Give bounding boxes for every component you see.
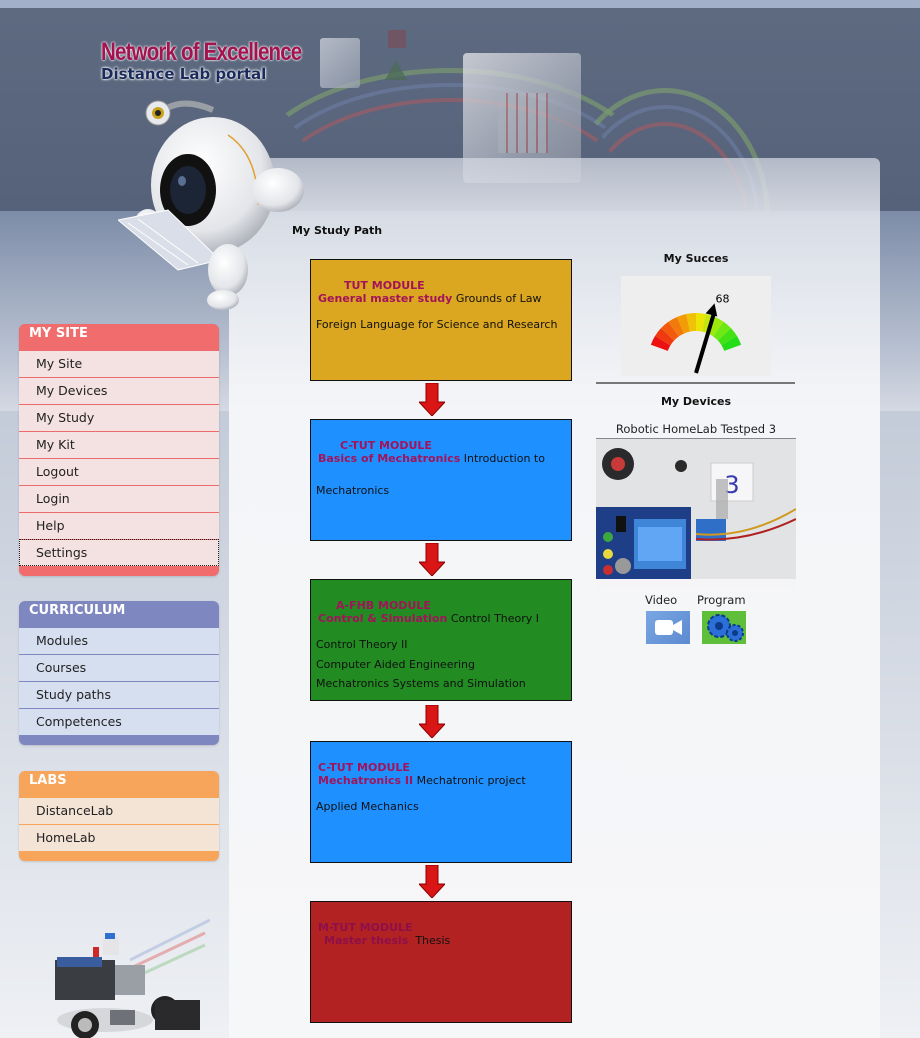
device-photo-drawing: 3 [596, 439, 796, 589]
gauge-chart: 68 [650, 292, 742, 374]
device-number-label: 3 [724, 471, 739, 499]
menu-heading-labs: LABS [29, 773, 67, 788]
cube-decoration [320, 38, 360, 88]
menu-labs: LABS DistanceLab HomeLab [19, 771, 219, 861]
module-type: A-FHB MODULE [336, 599, 431, 612]
gauge-segment [686, 313, 696, 332]
module-box[interactable]: C-TUT MODULE Basics of Mechatronics Intr… [310, 419, 572, 541]
module-type: M-TUT MODULE [318, 921, 413, 934]
top-strip [0, 0, 920, 8]
device-camera-image[interactable]: 3 [596, 438, 796, 589]
course-item[interactable]: Mechatronics [316, 484, 390, 497]
menu-curriculum: CURRICULUM Modules Courses Study paths C… [19, 601, 219, 745]
gauge-segment [668, 316, 685, 337]
video-button[interactable] [646, 611, 690, 644]
down-arrow-icon [419, 705, 445, 738]
menu-item-homelab[interactable]: HomeLab [19, 824, 219, 851]
logo-subtitle: Distance Lab portal [101, 65, 267, 83]
menu-footer [19, 735, 219, 745]
module-name: Master thesis [324, 934, 409, 947]
course-item[interactable]: Grounds of Law [455, 292, 542, 305]
program-button[interactable] [702, 611, 746, 644]
menu-item-my-kit[interactable]: My Kit [19, 431, 219, 458]
device-name[interactable]: Robotic HomeLab Testped 3 [615, 422, 777, 436]
cable-decoration [260, 98, 640, 211]
pyramid-decoration [385, 60, 407, 80]
section-divider [596, 382, 795, 384]
site-logo[interactable]: Network of Excellence Distance Lab porta… [101, 38, 345, 83]
course-item[interactable]: Computer Aided Engineering [316, 657, 475, 671]
devices-title: My Devices [660, 395, 731, 408]
module-name: Mechatronics II [318, 774, 414, 787]
course-item[interactable]: Control Theory II [316, 638, 408, 651]
cable-decoration [250, 83, 650, 211]
menu-item-help[interactable]: Help [19, 512, 219, 539]
gauge-segment [650, 335, 671, 351]
success-title: My Succes [663, 252, 729, 265]
menu-item-logout[interactable]: Logout [19, 458, 219, 485]
menu-item-my-site[interactable]: My Site [19, 350, 219, 377]
menu-item-competences[interactable]: Competences [19, 708, 219, 735]
menu-item-login[interactable]: Login [19, 485, 219, 512]
page-title: My Study Path [292, 224, 383, 237]
video-label: Video [645, 593, 678, 607]
robot-mascot-image [118, 100, 304, 310]
course-item[interactable]: Introduction to [463, 452, 545, 465]
module-box[interactable]: C-TUT MODULE Mechatronics II Mechatronic… [310, 741, 572, 863]
module-box[interactable]: TUT MODULE General master study Grounds … [310, 259, 572, 381]
menu-item-settings[interactable]: Settings [19, 539, 219, 566]
gauge-segment [721, 335, 742, 351]
module-type: C-TUT MODULE [318, 761, 410, 774]
cable-decoration [240, 68, 660, 211]
robot-car-image [55, 918, 210, 1038]
video-camera-icon [655, 620, 682, 635]
module-box[interactable]: A-FHB MODULE Control & Simulation Contro… [310, 579, 572, 701]
course-item[interactable]: Thesis [415, 934, 451, 947]
menu-my-site: MY SITE My Site My Devices My Study My K… [19, 324, 219, 576]
gauge-value-label: 68 [716, 292, 730, 305]
gauge-segment [655, 328, 675, 346]
logo-title: Network of Excellence [101, 38, 302, 66]
down-arrow-icon [419, 383, 445, 416]
gauge-segment [717, 328, 737, 346]
course-item[interactable]: Applied Mechanics [316, 800, 419, 813]
menu-heading-curriculum: CURRICULUM [29, 603, 126, 618]
program-label: Program [697, 593, 746, 607]
module-type: C-TUT MODULE [340, 439, 432, 452]
course-item[interactable]: Mechatronics Systems and Simulation [316, 677, 526, 690]
gauge-segment [707, 316, 724, 337]
menu-item-modules[interactable]: Modules [19, 627, 219, 654]
course-item[interactable]: Mechatronic project [416, 774, 526, 787]
gauge-needle [694, 310, 717, 374]
gauge-segment [676, 313, 690, 334]
menu-item-my-study[interactable]: My Study [19, 404, 219, 431]
course-item[interactable]: Control Theory I [450, 612, 540, 625]
module-name: Basics of Mechatronics [318, 452, 461, 465]
gauge-segment [661, 321, 679, 341]
menu-item-my-devices[interactable]: My Devices [19, 377, 219, 404]
menu-footer [19, 851, 219, 861]
success-gauge: 68 [621, 276, 771, 376]
menu-item-study-paths[interactable]: Study paths [19, 681, 219, 708]
gauge-needle-head [705, 303, 718, 317]
down-arrow-icon [419, 543, 445, 576]
module-name: Control & Simulation [318, 612, 448, 625]
gauge-segment [713, 321, 731, 341]
menu-item-courses[interactable]: Courses [19, 654, 219, 681]
menu-footer [19, 566, 219, 576]
gears-icon [707, 614, 744, 642]
menu-item-distancelab[interactable]: DistanceLab [19, 797, 219, 824]
module-name: General master study [318, 292, 453, 305]
course-item[interactable]: Foreign Language for Science and Researc… [316, 318, 558, 331]
red-cube-decoration [388, 30, 406, 48]
gauge-segment [696, 313, 706, 332]
module-type: TUT MODULE [344, 279, 425, 292]
menu-heading-my-site: MY SITE [29, 326, 88, 341]
down-arrow-icon [419, 865, 445, 898]
module-box[interactable]: M-TUT MODULE Master thesis Thesis [310, 901, 572, 1023]
